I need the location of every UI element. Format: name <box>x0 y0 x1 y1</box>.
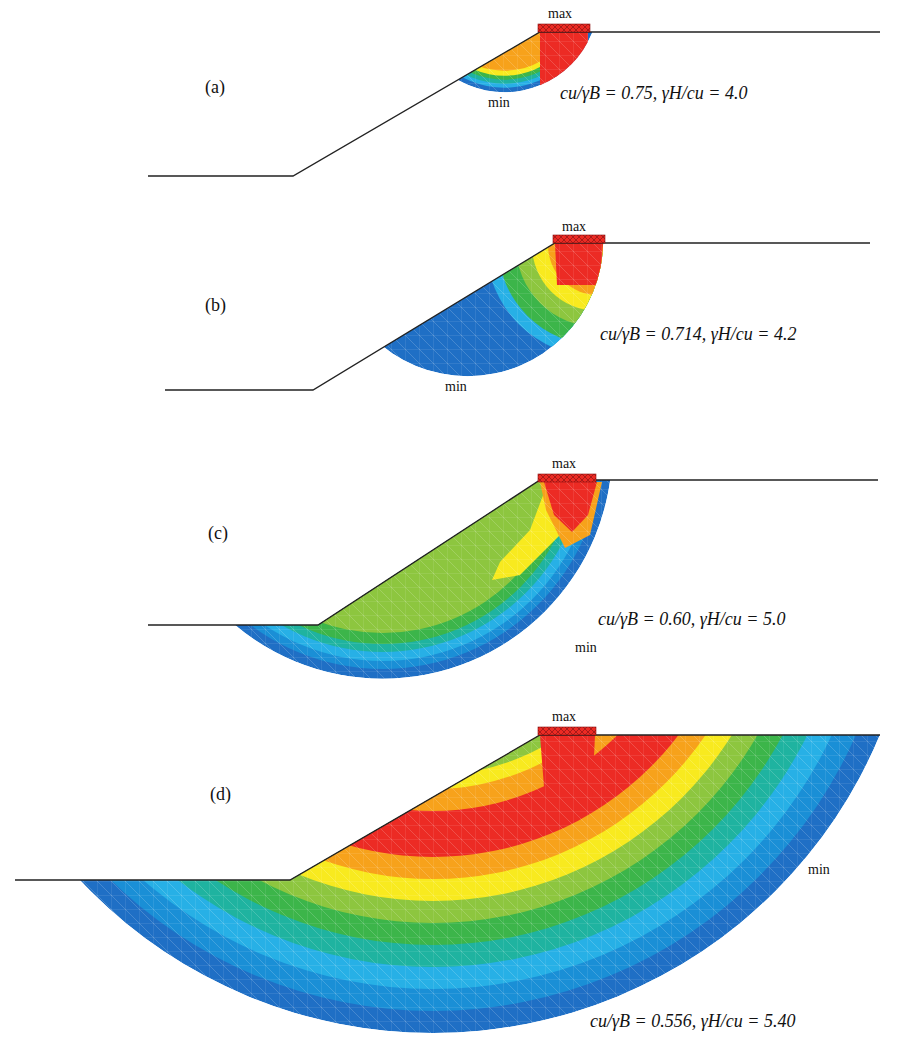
contour-band <box>193 309 673 789</box>
footing <box>538 727 596 735</box>
contour-band <box>171 287 695 811</box>
footing-hatch <box>553 235 605 243</box>
min-label: min <box>488 95 510 110</box>
ground-surface <box>165 243 870 390</box>
contour-band <box>207 323 659 775</box>
ground-surface <box>148 480 878 625</box>
ground-surface <box>15 735 880 880</box>
parameter-label: cu/γB = 0.714, γH/cu = 4.2 <box>600 325 796 345</box>
max-label: max <box>562 219 586 234</box>
parameter-label: cu/γB = 0.556, γH/cu = 5.40 <box>590 1012 795 1032</box>
footing-hatch <box>538 24 590 32</box>
max-label: max <box>552 456 576 471</box>
max-label: max <box>552 709 576 724</box>
footing <box>553 235 605 243</box>
min-label: min <box>575 640 597 655</box>
parameter-label: cu/γB = 0.60, γH/cu = 5.0 <box>598 610 785 630</box>
parameter-label: cu/γB = 0.75, γH/cu = 4.0 <box>560 84 747 104</box>
panel-label: (a) <box>205 78 225 98</box>
min-label: min <box>808 862 830 877</box>
footing <box>538 474 596 482</box>
min-label: min <box>445 379 467 394</box>
ground-surface <box>148 32 880 176</box>
max-label: max <box>548 6 572 21</box>
panel-label: (b) <box>205 296 226 316</box>
footing-hatch <box>538 727 596 735</box>
panel-label: (d) <box>210 785 231 805</box>
footing <box>538 24 590 32</box>
footing-hatch <box>538 474 596 482</box>
panel-label: (c) <box>208 524 228 544</box>
